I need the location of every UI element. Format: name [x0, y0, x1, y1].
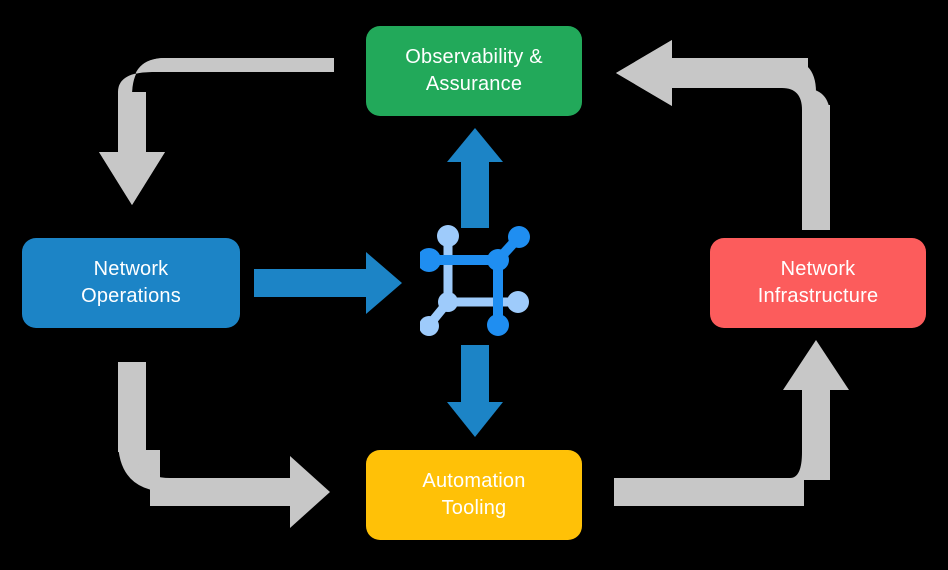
node-network-operations[interactable]: Network Operations — [22, 238, 240, 328]
node-label-operations: Network Operations — [81, 258, 181, 307]
node-automation-tooling[interactable]: Automation Tooling — [366, 450, 582, 540]
node-label-infrastructure: Network Infrastructure — [757, 258, 879, 307]
node-network-infrastructure[interactable]: Network Infrastructure — [710, 238, 926, 328]
node-label-automation: Automation Tooling — [422, 470, 526, 519]
arrow-operations-to-automation — [118, 362, 330, 528]
arrow-center-to-observability — [447, 128, 503, 228]
arrow-automation-to-infrastructure — [614, 340, 849, 506]
node-label-observability: Observability & Assurance — [405, 46, 543, 95]
arrow-operations-to-center — [254, 252, 402, 314]
node-observability-assurance[interactable]: Observability & Assurance — [366, 26, 582, 116]
arrow-infrastructure-to-observability — [616, 40, 830, 230]
network-topology-icon — [420, 225, 530, 336]
arrow-center-to-automation — [447, 345, 503, 437]
arrow-observability-to-operations — [99, 58, 334, 205]
